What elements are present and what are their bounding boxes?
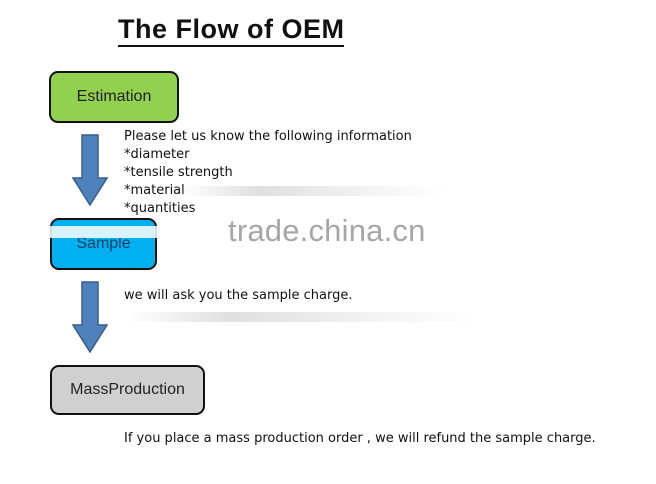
sample-note: we will ask you the sample charge. xyxy=(124,288,353,303)
step-estimation: Estimation xyxy=(49,71,179,123)
watermark: trade.china.cn xyxy=(228,213,426,248)
blurred-text xyxy=(180,186,445,196)
down-arrow-icon xyxy=(72,134,108,206)
note-line: Please let us know the following informa… xyxy=(124,129,412,144)
step-mass-production-label: MassProduction xyxy=(70,381,185,398)
note-line: *diameter xyxy=(124,147,190,162)
down-arrow-icon xyxy=(72,281,108,353)
step-sample-label: Sample xyxy=(76,235,131,252)
step-estimation-label: Estimation xyxy=(76,88,152,105)
page-title: The Flow of OEM xyxy=(118,14,345,47)
blurred-text xyxy=(126,312,476,322)
note-line: *quantities xyxy=(124,201,196,216)
estimation-note: Please let us know the following informa… xyxy=(124,128,412,218)
note-line: *tensile strength xyxy=(124,165,233,180)
mass-production-note: If you place a mass production order , w… xyxy=(124,431,596,446)
step-mass-production: MassProduction xyxy=(50,365,205,415)
note-line: *material xyxy=(124,183,185,198)
blurred-overlay xyxy=(40,226,200,238)
